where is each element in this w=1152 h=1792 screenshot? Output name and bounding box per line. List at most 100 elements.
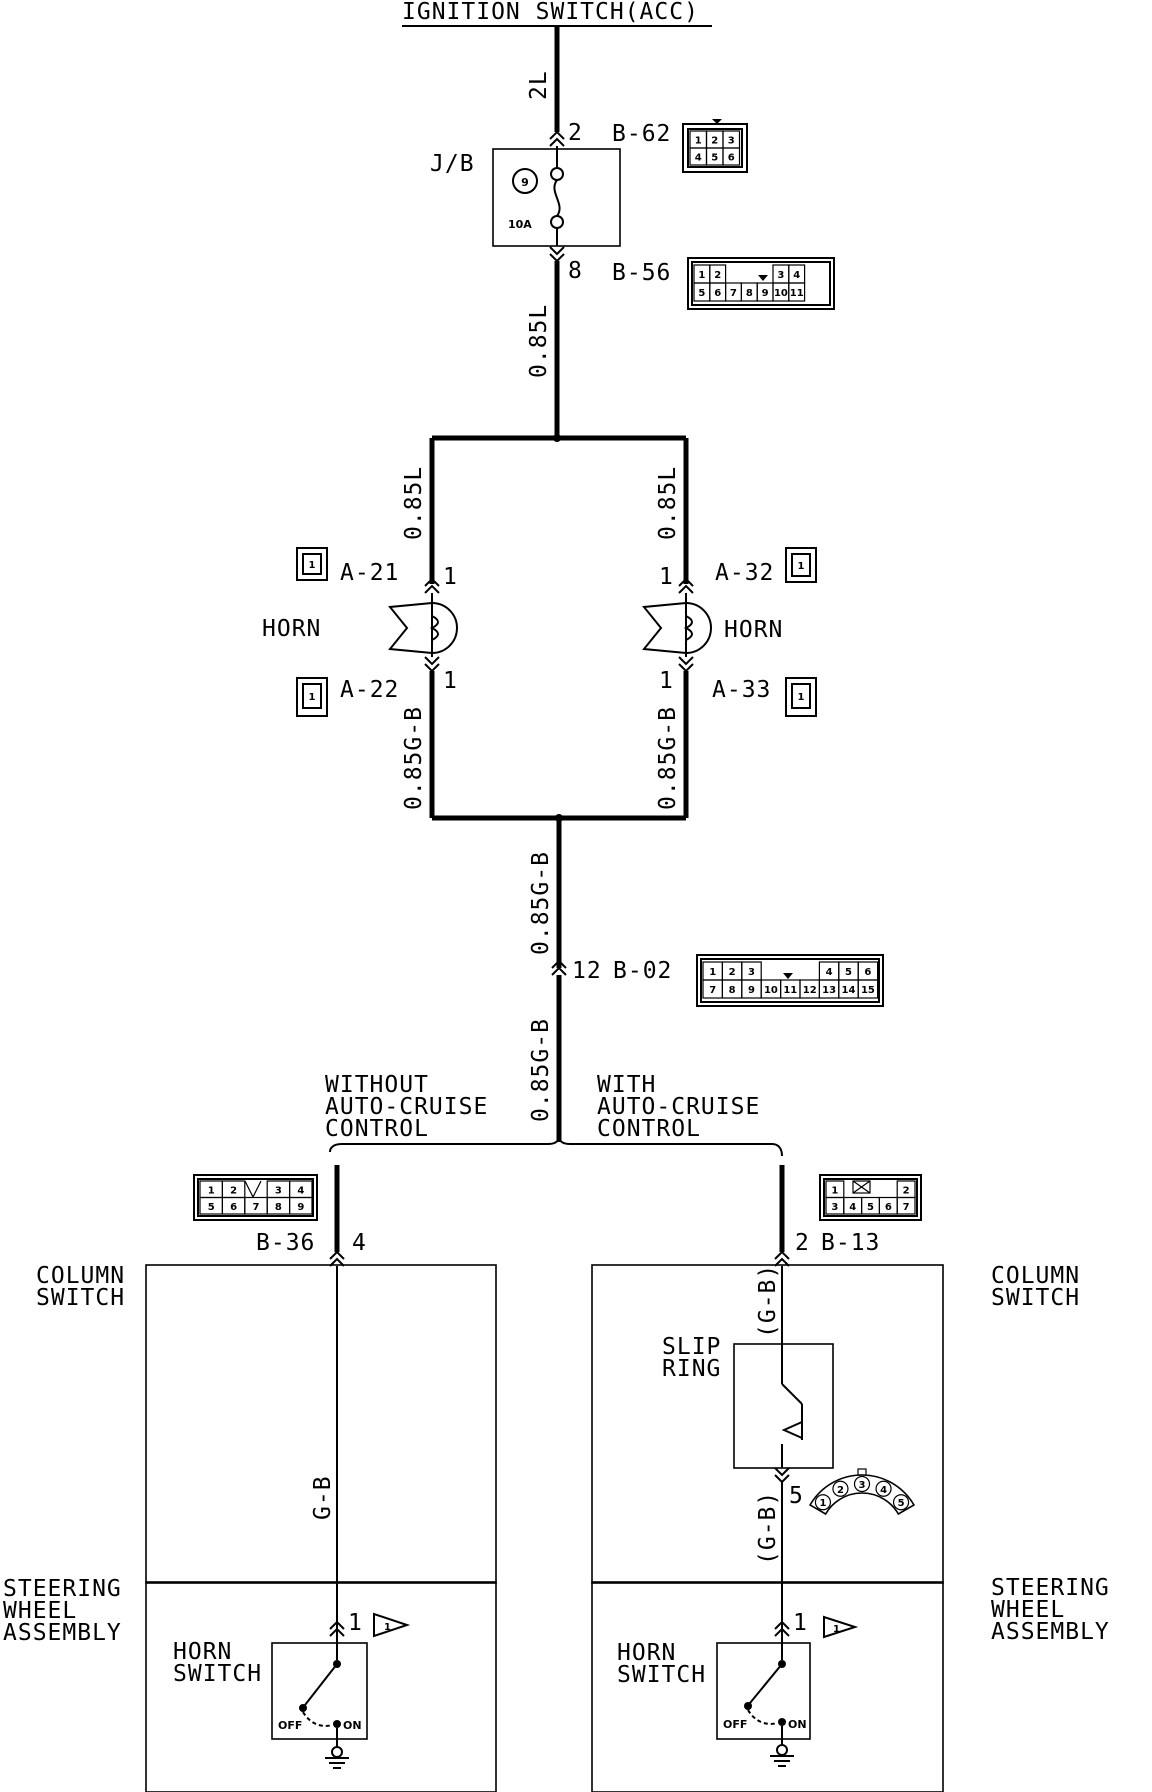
b56-pin-label: 7 [730, 288, 737, 299]
b13-cell [896, 1196, 916, 1215]
b62-pin-label: 6 [728, 153, 735, 164]
horn-switch-right-contacts [744, 1636, 794, 1767]
connector-b56-label: B-56 [612, 260, 671, 286]
b36-pin-label: 5 [208, 1202, 215, 1213]
b62-pin-label: 5 [711, 153, 718, 164]
b13-pin-arrow [774, 1250, 790, 1260]
slip-pin-label: 2 [837, 1485, 844, 1496]
variant-with-line3: CONTROL [597, 1116, 701, 1142]
b62-pin-label: 4 [695, 153, 702, 164]
horn-switch-left-off: OFF [278, 1719, 302, 1732]
b56-pin-label: 2 [714, 270, 721, 281]
b36-pin-label: 3 [275, 1185, 282, 1196]
steering-right-line1: STEERING [991, 1575, 1110, 1601]
b36-cell [289, 1196, 313, 1215]
slip-pin-cell [853, 1475, 871, 1493]
connector-b13-label: B-13 [821, 1230, 880, 1256]
b56-pin-label: 1 [698, 270, 705, 281]
b13-pin: 2 [795, 1230, 810, 1256]
b02-pin-label: 1 [709, 967, 716, 978]
column-switch-right-line1: COLUMN [991, 1263, 1080, 1289]
connector-b62-label: B-62 [612, 121, 671, 147]
b56-pin-label: 11 [790, 288, 804, 299]
steering-right-line3: ASSEMBLY [991, 1619, 1110, 1645]
b13-pin-label: 3 [831, 1202, 838, 1213]
b36-pin: 4 [352, 1230, 367, 1256]
fuse-number: 9 [521, 176, 529, 189]
b02-pin-label: 15 [861, 985, 875, 996]
wire-085gb-mid-label: 0.85G-B [528, 851, 554, 955]
b36-notch [244, 1180, 262, 1199]
column-switch-right-box [591, 1264, 944, 1584]
b13-pin-label: 7 [903, 1202, 910, 1213]
variant-without-line3: CONTROL [325, 1116, 429, 1142]
column-switch-left-line2: SWITCH [36, 1285, 125, 1311]
b02-pin-label: 8 [729, 985, 736, 996]
svg-text:1: 1 [309, 692, 316, 703]
b02-pin-label: 3 [748, 967, 755, 978]
horn-switch-left-line2: SWITCH [173, 1661, 262, 1687]
wire-085gb-low-label: 0.85G-B [528, 1018, 554, 1122]
horn-right-pin-bottom: 1 [659, 668, 674, 694]
horn-switch-left-contacts [299, 1636, 349, 1769]
b36-pin-label: 6 [230, 1202, 237, 1213]
variant-with-line1: WITH [597, 1072, 656, 1098]
svg-text:1: 1 [309, 560, 316, 571]
fuse-number-circle [512, 168, 538, 194]
b02-pin-label: 13 [822, 985, 836, 996]
b36-pin-label: 9 [297, 1202, 304, 1213]
jb-pin-in: 2 [568, 120, 583, 146]
slip-ring-line2: RING [662, 1356, 721, 1382]
slip-pin-label: 1 [819, 1498, 826, 1509]
svg-text:1: 1 [384, 1622, 391, 1633]
horn-switch-right-line1: HORN [617, 1640, 676, 1666]
hs-right-flag-icon: 1 [823, 1615, 859, 1639]
b36-pin-label: 8 [275, 1202, 282, 1213]
horn-right-pin-top: 1 [659, 564, 674, 590]
svg-text:1: 1 [798, 692, 805, 703]
hs-left-pin-arrow [329, 1620, 345, 1630]
b56-pin-label: 8 [746, 288, 753, 299]
wire-085gb-right-label: 0.85G-B [655, 706, 681, 810]
slip-ring-line1: SLIP [662, 1334, 721, 1360]
b13-blank-x [852, 1180, 871, 1194]
b02-pin-label: 2 [729, 967, 736, 978]
steering-left-line3: ASSEMBLY [3, 1620, 122, 1646]
horn-left-pin-top: 1 [443, 564, 458, 590]
svg-text:1: 1 [833, 1624, 840, 1635]
steering-wheel-right-box [591, 1581, 944, 1792]
horn-switch-left-box [271, 1642, 368, 1740]
horn-switch-left-line1: HORN [173, 1639, 232, 1665]
hs-left-pin: 1 [348, 1610, 363, 1636]
b56-pin-label: 6 [714, 288, 721, 299]
slip-pin-cell [832, 1480, 849, 1497]
slip-pin-cell [814, 1494, 832, 1511]
b62-cell [722, 147, 741, 166]
steering-left-line2: WHEEL [3, 1598, 77, 1624]
jb-pin-out: 8 [568, 258, 583, 284]
connector-a21-label: A-21 [340, 560, 399, 586]
b36-pin-label: 2 [230, 1185, 237, 1196]
b13-pin-label: 2 [903, 1185, 910, 1196]
slip-ring-box [733, 1343, 834, 1469]
horn-switch-right-off: OFF [723, 1718, 747, 1731]
b02-pin-label: 12 [803, 985, 817, 996]
jb-pin-in-arrow [549, 130, 565, 140]
slip-ring-contact [781, 1344, 803, 1468]
b02-pin-label: 9 [748, 985, 755, 996]
b56-pin-label: 9 [762, 288, 769, 299]
b56-pin-label: 4 [793, 270, 800, 281]
slip-pin-label: 3 [859, 1480, 866, 1491]
slip-pin-cell [892, 1494, 910, 1511]
fuse-rating: 10A [508, 218, 532, 231]
b02-pin-label: 4 [826, 967, 833, 978]
connector-a22-icon: 1 [296, 677, 328, 717]
connector-a33-icon: 1 [785, 677, 817, 717]
b02-pin-label: 6 [864, 967, 871, 978]
wire-085l-main-label: 0.85L [526, 304, 552, 378]
horn-switch-right-box [716, 1642, 811, 1740]
b13-pin-label: 5 [867, 1202, 874, 1213]
